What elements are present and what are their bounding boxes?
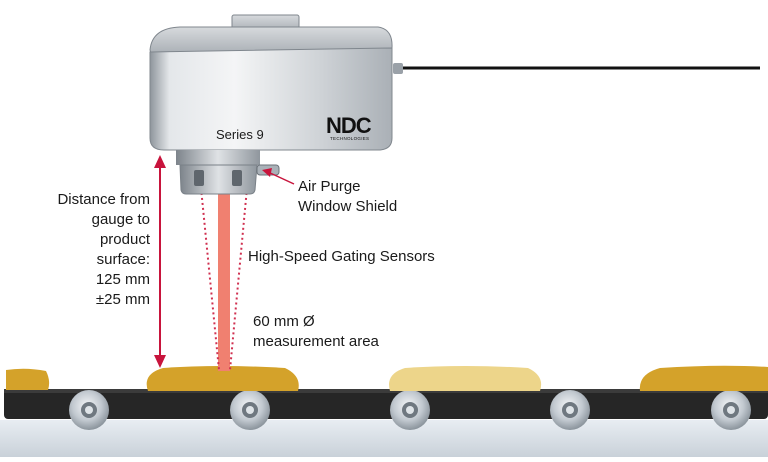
distance-label-line: surface: — [96, 251, 150, 268]
air-purge-label: Air Purge Window Shield — [298, 177, 448, 217]
distance-label-line: product — [99, 231, 150, 248]
distance-label-line: gauge to — [91, 211, 150, 228]
product-item — [146, 366, 299, 391]
gating-dotted-line-left — [200, 187, 220, 371]
roller-hub-core — [246, 406, 254, 414]
gating-sensors-label: High-Speed Gating Sensors — [248, 248, 435, 265]
gauge — [149, 14, 393, 195]
conveyor-base — [0, 420, 768, 457]
air-purge-label-line: Window Shield — [298, 198, 398, 215]
series-label: Series 9 — [216, 127, 264, 142]
measurement-beam — [218, 186, 230, 371]
roller-hub-core — [566, 406, 574, 414]
distance-label-line: Distance from — [57, 191, 150, 208]
belt-top-edge — [4, 389, 768, 393]
ndc-logo: NDC — [326, 113, 372, 138]
housing-slot — [194, 170, 204, 186]
air-purge-label-line: Air Purge — [298, 178, 361, 195]
air-purge-pointer — [267, 171, 295, 185]
measurement-area-label-line: 60 mm Ø — [253, 313, 315, 330]
distance-label: Distance from gauge to product surface: … — [10, 190, 150, 310]
roller-hub-core — [85, 406, 93, 414]
gating-dotted-line-right — [229, 187, 248, 371]
roller-hub-core — [406, 406, 414, 414]
gauge-neck — [176, 150, 260, 165]
distance-label-line: 125 mm — [95, 271, 150, 288]
roller-hub-core — [727, 406, 735, 414]
products — [6, 365, 768, 391]
measurement-area-label: 60 mm Ø measurement area — [253, 312, 423, 352]
product-item — [6, 368, 50, 390]
housing-slot — [232, 170, 242, 186]
gauge-main-body — [149, 47, 393, 151]
product-item — [389, 366, 542, 391]
product-item — [639, 365, 768, 391]
distance-label-line: ±25 mm — [95, 291, 150, 308]
measurement-area-label-line: measurement area — [253, 333, 379, 350]
air-purge-pointer-head — [262, 168, 272, 177]
cable-connector — [393, 63, 403, 74]
rollers — [69, 390, 751, 430]
gauge-lower-housing — [179, 164, 258, 195]
distance-arrow — [154, 155, 166, 368]
conveyor-belt — [4, 389, 768, 419]
ndc-logo-subtitle: TECHNOLOGIES — [330, 136, 370, 141]
